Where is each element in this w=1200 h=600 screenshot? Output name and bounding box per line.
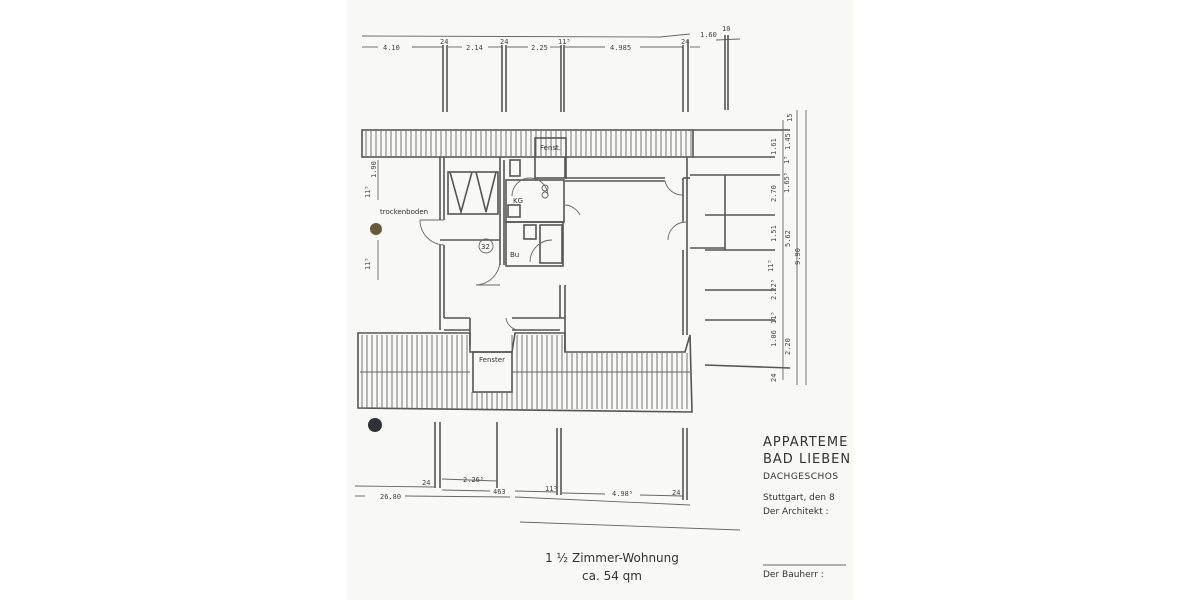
- dim-bottom-3: 4.98⁵: [612, 490, 633, 498]
- paper-sheet: [347, 0, 853, 600]
- door-swings: [419, 177, 687, 331]
- dim-left-1: 1.90: [370, 161, 378, 178]
- place-date: Stuttgart, den 8: [763, 493, 835, 503]
- label-bath: Bu: [510, 251, 519, 259]
- dim-right-12: 11⁵: [770, 311, 778, 324]
- unit-number-circle: [478, 238, 494, 254]
- dim-top-4: 4.985: [610, 44, 631, 52]
- dim-top-5: 1.60: [700, 31, 717, 39]
- architect-label: Der Architekt :: [763, 507, 829, 517]
- dim-top-s4: 24: [681, 38, 689, 46]
- label-window-bottom: Fenster: [479, 356, 505, 364]
- bottom-dimension-chain: 24 2.26⁵ 463 11⁵ 4.98⁵ 24 26.80: [354, 476, 691, 506]
- stove-burner: [541, 184, 549, 192]
- dim-top-s3: 11⁵: [558, 38, 571, 46]
- dim-right-1: 15: [786, 114, 794, 122]
- dim-right-10: 11⁵: [767, 259, 775, 272]
- caption-area: ca. 54 qm: [582, 569, 642, 583]
- dim-right-4: 2.70: [770, 185, 778, 202]
- title-block: APPARTEME BAD LIEBEN DACHGESCHOS Stuttga…: [763, 435, 851, 580]
- dim-right-7: 1.51: [770, 225, 778, 242]
- dim-right-11: 2.22⁵: [770, 279, 778, 300]
- walls: [439, 129, 791, 369]
- dim-right-5: 1.65⁵: [783, 172, 791, 193]
- dim-top-2: 2.14: [466, 44, 483, 52]
- window-top: [534, 137, 567, 179]
- dim-top-s1: 24: [440, 38, 448, 46]
- dim-bottom-1: 2.26⁵: [463, 476, 484, 484]
- dim-bottom-s3: 24: [672, 489, 680, 497]
- dim-bottom-s1: 24: [422, 479, 430, 487]
- label-kitchen: KG: [513, 197, 523, 205]
- label-window-top: Fenst.: [540, 144, 561, 152]
- top-dimension-chain: 4.10 2.14 2.25 4.985 24 24 11⁵ 24 1.60 1…: [361, 25, 741, 112]
- dim-right-15: 24: [770, 374, 778, 382]
- dim-left-s1: 11⁵: [364, 185, 372, 198]
- window-bottom: [472, 351, 513, 393]
- dim-bottom-total: 26.80: [380, 493, 401, 501]
- label-drying-attic: trockenboden: [380, 208, 428, 216]
- dim-right-6: 1⁵: [783, 156, 791, 164]
- dim-right-14: 2.20: [784, 338, 792, 355]
- right-dimensions: 15 1.61 1.45 2.70 1.65⁵ 1⁵ 1.51 5.629.90 11⁵ 2.22…: [767, 110, 807, 385]
- title-line-3: DACHGESCHOS: [763, 472, 839, 482]
- dim-right-8: 5.62: [784, 230, 792, 247]
- stove-burner: [541, 191, 549, 199]
- dim-top-3: 2.25: [531, 44, 548, 52]
- roof-hatching-top: [361, 129, 694, 158]
- dim-right-13: 1.06: [770, 330, 778, 347]
- punch-hole-top: [370, 223, 382, 235]
- bottom-wall-stubs: [434, 422, 688, 500]
- dim-top-1: 4.10: [383, 44, 400, 52]
- title-line-2: BAD LIEBEN: [763, 452, 851, 467]
- caption-unit: 1 ½ Zimmer-Wohnung: [545, 551, 679, 565]
- punch-hole-bottom: [368, 418, 382, 432]
- title-line-1: APPARTEME: [763, 435, 848, 450]
- dim-top-s2: 24: [500, 38, 508, 46]
- dim-bottom-2: 463: [493, 488, 506, 496]
- dim-top-6: 10: [722, 25, 730, 33]
- client-label: Der Bauherr :: [763, 570, 824, 580]
- dim-right-9: 9.90: [794, 248, 802, 265]
- signature-line: [519, 521, 741, 531]
- left-dimensions: 1.90 11⁵ 11⁵: [364, 160, 379, 280]
- dim-left-s2: 11⁵: [364, 257, 372, 270]
- dim-right-3: 1.45: [784, 133, 792, 150]
- label-unit-number: 32: [481, 243, 490, 251]
- dim-right-2: 1.61: [770, 138, 778, 155]
- dim-bottom-s2: 11⁵: [545, 485, 558, 493]
